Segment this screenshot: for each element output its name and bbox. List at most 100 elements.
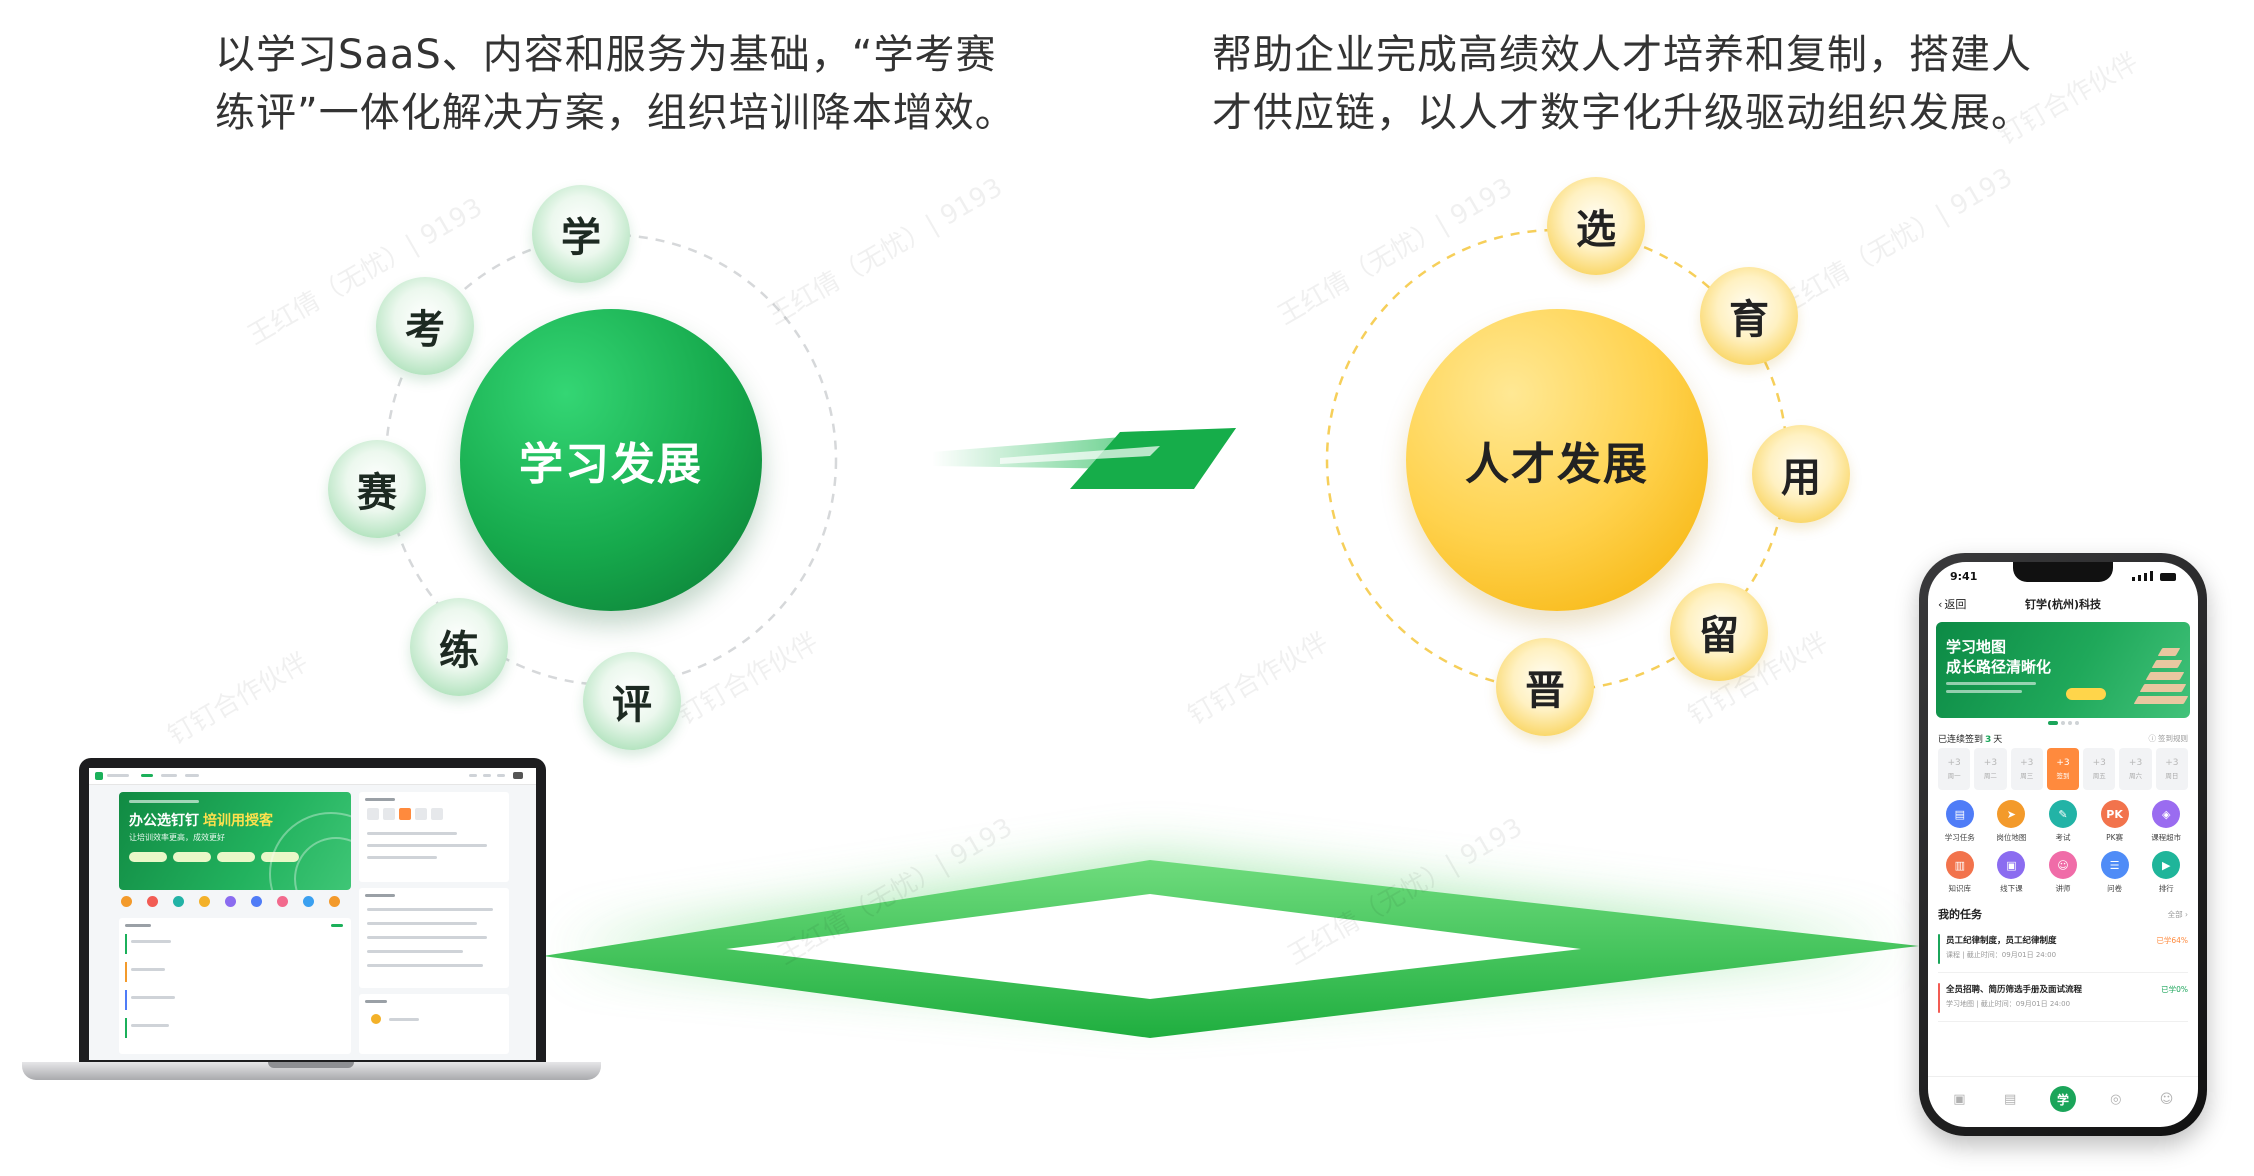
headline-right-line2: 才供应链，以人才数字化升级驱动组织发展。 (1212, 90, 2032, 136)
banner-subtitle: 让培训效率更高，成效更好 (129, 833, 225, 842)
banner-cta-button[interactable] (2066, 688, 2106, 700)
task-item[interactable]: 员工纪律制度，员工纪律制度 课程 | 截止时间：09月01日 24:00 已学6… (1938, 928, 2188, 973)
checkin-cell (431, 808, 443, 820)
banner-pill-button[interactable] (173, 852, 211, 862)
shortcut-icon[interactable] (225, 896, 236, 907)
toolbar-icon[interactable] (469, 774, 477, 777)
toolbar-icon[interactable] (497, 774, 505, 777)
laptop-checkin-card (359, 792, 509, 882)
node-select: 选 (1547, 177, 1645, 275)
list-item-text (131, 1024, 169, 1027)
avatar[interactable] (513, 772, 523, 779)
laptop-screen: 办公选钉钉培训用授客 让培训效率更高，成效更好 (89, 768, 536, 1060)
back-button[interactable]: ‹返回 (1938, 596, 1966, 612)
list-item[interactable] (125, 962, 345, 982)
talent-development-circle: 人才发展 (1406, 309, 1708, 611)
banner-desc (1946, 682, 2036, 685)
ranking-icon: ▶ (2152, 851, 2181, 879)
node-use: 用 (1752, 425, 1850, 523)
shortcut-icon[interactable] (251, 896, 262, 907)
laptop-ranking-card (359, 994, 509, 1054)
card-text[interactable] (367, 964, 483, 967)
banner-title: 办公选钉钉培训用授客 (129, 813, 273, 829)
feature-ranking[interactable]: ▶ 排行 (2140, 851, 2192, 894)
toolbar-icon[interactable] (483, 774, 491, 777)
checkin-cell (415, 808, 427, 820)
laptop-notch (268, 1062, 354, 1068)
feature-offline-class[interactable]: ▣线下课 (1986, 851, 2038, 894)
list-item[interactable] (125, 990, 345, 1010)
checkin-cell-today[interactable] (399, 808, 411, 820)
nav-tab[interactable] (161, 774, 177, 777)
feature-label: 学习任务 (1944, 833, 1975, 842)
feature-lecturer[interactable]: ☺讲师 (2037, 851, 2089, 894)
shortcut-icon[interactable] (147, 896, 158, 907)
banner-title: 学习地图 (1946, 638, 2007, 656)
tab-profile-icon[interactable]: ☺ (2159, 1091, 2174, 1107)
chevron-left-icon: ‹ (1938, 597, 1943, 611)
banner-pill-button[interactable] (129, 852, 167, 862)
learning-map-banner[interactable]: 学习地图 成长路径清晰化 (1936, 622, 2190, 718)
card-text (367, 856, 437, 859)
cart-icon: ◈ (2152, 800, 2181, 828)
card-text[interactable] (367, 908, 493, 911)
feature-exam[interactable]: ✎ 考试 (2037, 800, 2089, 843)
node-exam: 考 (376, 277, 474, 375)
feature-learning-task[interactable]: ▤学习任务 (1934, 800, 1986, 843)
task-item[interactable]: 全员招聘、简历筛选手册及面试流程 学习地图 | 截止时间：09月01日 24:0… (1938, 977, 2188, 1022)
feature-survey[interactable]: ☰问卷 (2089, 851, 2141, 894)
view-all-link[interactable]: 全部 › (2167, 909, 2188, 919)
feature-knowledge-base[interactable]: ▥知识库 (1934, 851, 1986, 894)
nav-tab-active[interactable] (141, 774, 153, 777)
nav-tab[interactable] (185, 774, 199, 777)
list-item[interactable] (125, 1018, 345, 1038)
feature-label: 排行 (2158, 884, 2174, 893)
feature-label: 线下课 (2000, 884, 2023, 893)
teacher-icon: ☺ (2048, 851, 2077, 879)
back-label: 返回 (1944, 598, 1967, 611)
phone-frame: 9:41 ‹返回 钉学(杭州)科技 学习地图 成长路径清晰化 (1919, 553, 2207, 1136)
card-text[interactable] (367, 950, 463, 953)
shortcut-icon[interactable] (329, 896, 340, 907)
carousel-dots (1928, 718, 2198, 728)
tab-learn[interactable]: 学 (2049, 1086, 2076, 1112)
shortcut-icon[interactable] (173, 896, 184, 907)
laptop-shortcut-row (121, 896, 351, 916)
shortcut-icon[interactable] (277, 896, 288, 907)
card-text[interactable] (367, 922, 477, 925)
shortcut-icon[interactable] (303, 896, 314, 907)
feature-course-market[interactable]: ◈课程超市 (2140, 800, 2192, 843)
stairs-illustration (2157, 648, 2181, 656)
map-icon: ➤ (1997, 800, 2026, 828)
banner-pill-button[interactable] (217, 852, 255, 862)
tab-document-icon[interactable]: ▤ (2004, 1091, 2017, 1107)
shortcut-icon[interactable] (121, 896, 132, 907)
list-more-link[interactable] (331, 924, 343, 927)
pk-icon: PK (2100, 800, 2129, 828)
help-icon: ⓘ (2148, 733, 2157, 743)
app-name-placeholder (107, 774, 129, 777)
shortcut-icon[interactable] (199, 896, 210, 907)
card-text[interactable] (367, 936, 487, 939)
laptop-task-list (119, 918, 351, 1054)
tab-discover-icon[interactable]: ◎ (2110, 1091, 2122, 1107)
feature-label: 考试 (2055, 833, 2071, 842)
exam-icon: ✎ (2048, 800, 2077, 828)
list-item-text (131, 996, 175, 999)
feature-job-map[interactable]: ➤岗位地图 (1986, 800, 2038, 843)
laptop-banner[interactable]: 办公选钉钉培训用授客 让培训效率更高，成效更好 (119, 792, 351, 890)
library-icon: ▥ (1945, 851, 1974, 879)
tab-workbench-icon[interactable]: ▣ (1953, 1091, 1966, 1107)
list-item[interactable] (125, 934, 345, 954)
stairs-illustration (2133, 696, 2189, 704)
